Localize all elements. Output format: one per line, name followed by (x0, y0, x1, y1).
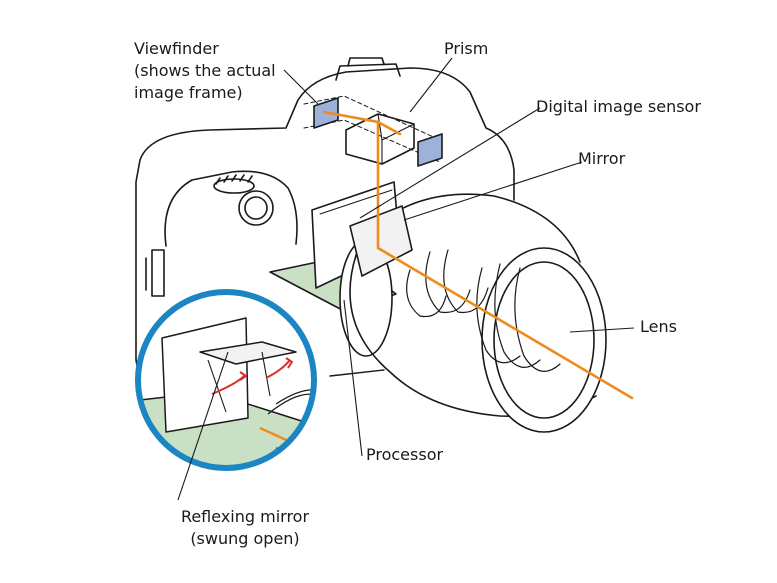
leader-processor (343, 299, 363, 457)
leader-lines (177, 57, 635, 501)
label-digital-image-sensor: Digital image sensor (536, 97, 701, 116)
shutter-button (238, 190, 274, 226)
camera-grip (145, 170, 298, 297)
label-processor: Processor (366, 445, 444, 464)
leader-mirror (403, 161, 583, 221)
leader-sensor (359, 107, 541, 219)
label-viewfinder-line-3: image frame) (134, 83, 243, 102)
mode-dial (213, 174, 255, 194)
label-reflexing-mirror: Reflexing mirror (swung open) (160, 506, 330, 550)
reflex-mirror (349, 205, 413, 277)
viewfinder-glass-front (417, 133, 443, 167)
leader-reflexing-mirror (177, 351, 229, 501)
label-prism: Prism (444, 39, 489, 58)
leader-prism (409, 57, 453, 113)
light-path (322, 110, 634, 400)
lens-elements (406, 249, 561, 372)
label-viewfinder-line-2: (shows the actual (134, 61, 276, 80)
label-reflexing-mirror-line-2: (swung open) (190, 529, 300, 548)
label-lens: Lens (640, 317, 677, 336)
label-mirror: Mirror (578, 149, 626, 168)
inset-detail (135, 289, 317, 471)
leader-viewfinder (283, 69, 319, 105)
label-viewfinder-line-1: Viewfinder (134, 39, 219, 58)
label-reflexing-mirror-line-1: Reflexing mirror (180, 507, 310, 526)
leader-lens (569, 327, 635, 333)
label-viewfinder: Viewfinder (shows the actual image frame… (134, 38, 276, 104)
hot-shoe (335, 57, 401, 81)
